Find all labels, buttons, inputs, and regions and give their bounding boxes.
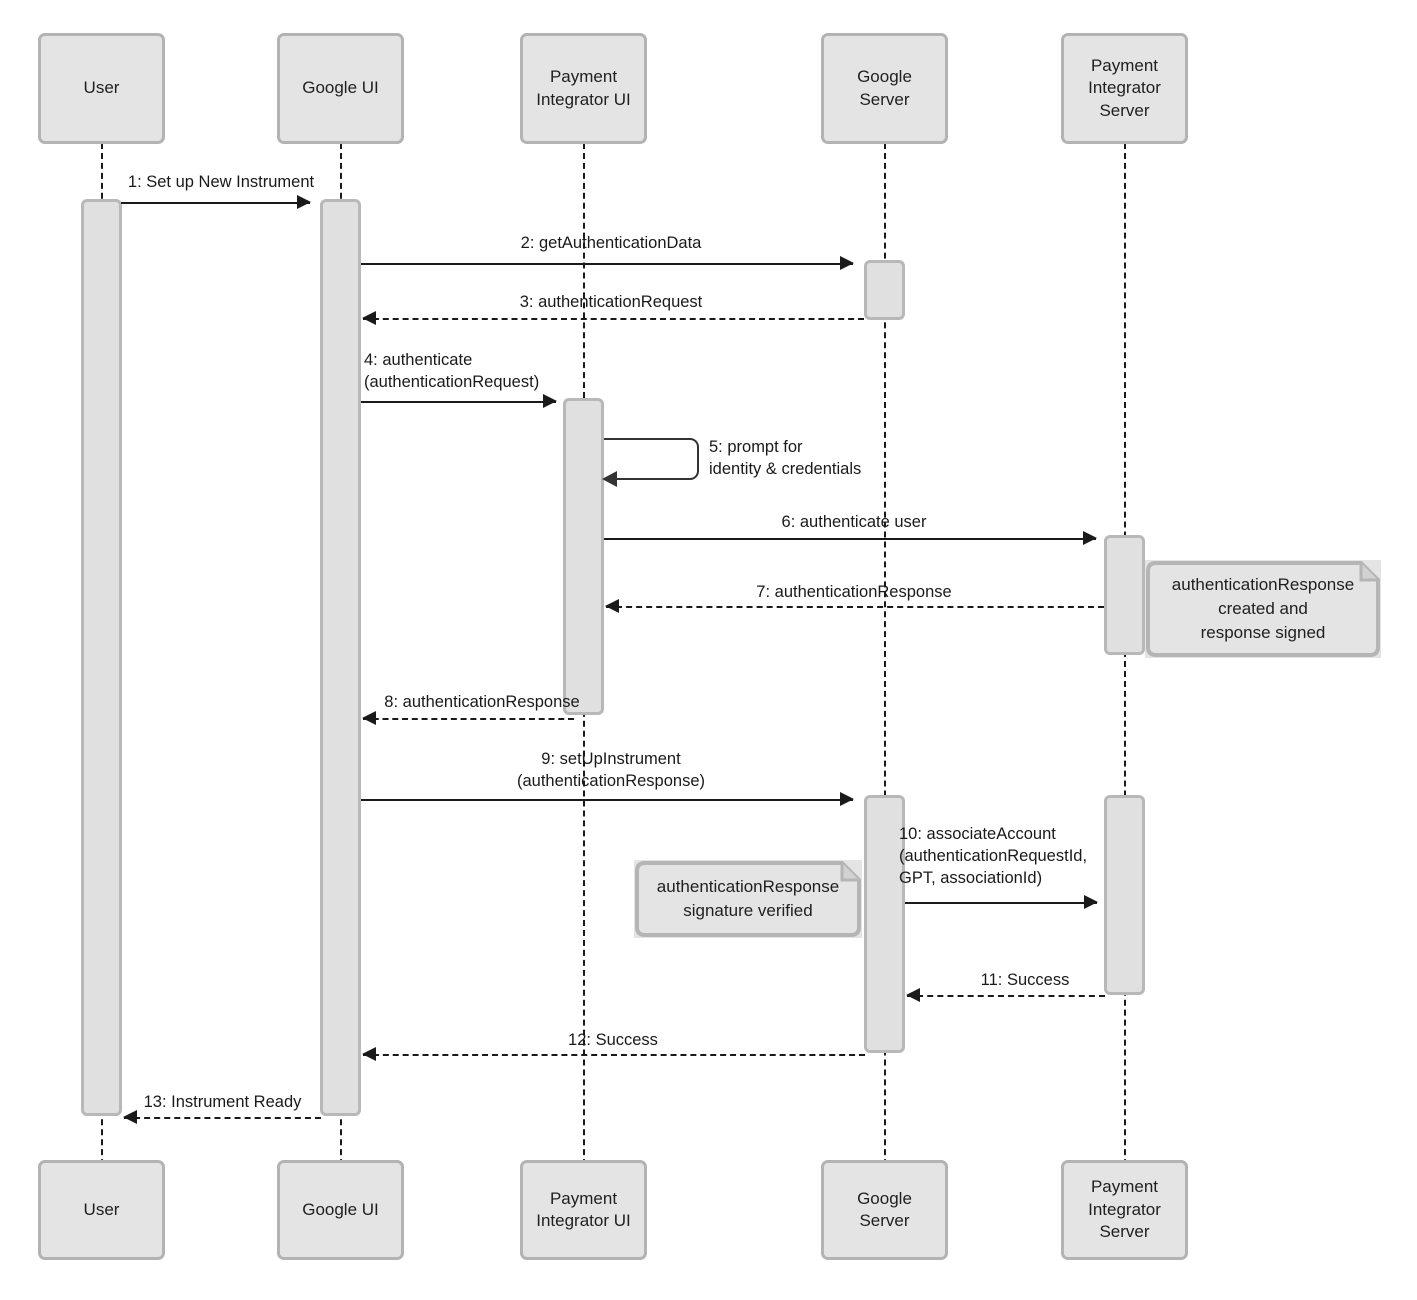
activation-pi-server-2 xyxy=(1104,795,1145,995)
activation-pi-ui xyxy=(563,398,604,715)
message-13-line xyxy=(124,1117,321,1119)
message-1-arrowhead-icon xyxy=(297,195,311,209)
message-6-label: 6: authenticate user xyxy=(781,513,927,531)
note-shape-icon xyxy=(635,861,861,937)
message-11-label: 11: Success xyxy=(980,971,1070,989)
message-1-label: 1: Set up New Instrument xyxy=(127,173,315,191)
lifeline-head-google-ui-label: Google UI xyxy=(302,78,379,98)
message-11-arrowhead-icon xyxy=(906,988,920,1002)
message-9-line xyxy=(361,799,853,801)
message-7-arrowhead-icon xyxy=(605,599,619,613)
message-5-selfloop xyxy=(602,438,699,487)
note-auth-response-created-text: authenticationResponse created and respo… xyxy=(1171,574,1355,643)
note-auth-response-created: authenticationResponse created and respo… xyxy=(1145,560,1381,658)
lifeline-head-google-ui[interactable]: Google UI xyxy=(277,33,404,144)
message-3-arrowhead-icon xyxy=(362,311,376,325)
lifeline-foot-google-server-label: Google Server xyxy=(857,1188,912,1230)
lifeline-foot-google-ui-label: Google UI xyxy=(302,1199,379,1219)
lifeline-google-server xyxy=(884,143,886,1195)
activation-google-ui xyxy=(320,199,361,1116)
lifeline-pi-server xyxy=(1124,143,1126,1195)
message-9-label: 9: setUpInstrument (authenticationRespon… xyxy=(516,750,706,790)
lifeline-head-pi-server[interactable]: Payment Integrator Server xyxy=(1061,33,1188,144)
lifeline-foot-pi-server[interactable]: Payment Integrator Server xyxy=(1061,1160,1188,1260)
lifeline-foot-google-ui[interactable]: Google UI xyxy=(277,1160,404,1260)
activation-user xyxy=(81,199,122,1116)
message-10-line xyxy=(905,902,1097,904)
lifeline-foot-user[interactable]: User xyxy=(38,1160,165,1260)
message-4-line xyxy=(361,401,556,403)
message-6-line xyxy=(604,538,1096,540)
message-10-label: 10: associateAccount (authenticationRequ… xyxy=(899,825,1088,887)
message-13-arrowhead-icon xyxy=(123,1110,137,1124)
message-5-arrowhead-icon xyxy=(602,471,617,487)
message-10-arrowhead-icon xyxy=(1084,895,1098,909)
lifeline-foot-pi-server-label: Payment Integrator Server xyxy=(1088,1177,1161,1242)
message-4-arrowhead-icon xyxy=(543,394,557,408)
lifeline-foot-pi-ui[interactable]: Payment Integrator UI xyxy=(520,1160,647,1260)
message-7-line xyxy=(606,606,1104,608)
message-3-line xyxy=(363,318,864,320)
lifeline-foot-user-label: User xyxy=(83,1199,120,1219)
message-1-line xyxy=(121,202,310,204)
lifeline-head-pi-server-label: Payment Integrator Server xyxy=(1088,55,1161,120)
note-signature-verified-text: authenticationResponse signature verifie… xyxy=(656,876,840,920)
lifeline-foot-google-server[interactable]: Google Server xyxy=(821,1160,948,1260)
message-4-label: 4: authenticate (authenticationRequest) xyxy=(364,351,540,391)
lifeline-foot-pi-ui-label: Payment Integrator UI xyxy=(536,1188,631,1230)
note-signature-verified: authenticationResponse signature verifie… xyxy=(634,860,862,938)
message-8-arrowhead-icon xyxy=(362,711,376,725)
message-3-label: 3: authenticationRequest xyxy=(519,293,703,311)
lifeline-head-google-server[interactable]: Google Server xyxy=(821,33,948,144)
message-8-label: 8: authenticationResponse xyxy=(384,693,580,711)
message-5-label: 5: prompt for identity & credentials xyxy=(709,438,862,478)
message-2-line xyxy=(361,263,853,265)
activation-pi-server-1 xyxy=(1104,535,1145,655)
message-12-line xyxy=(363,1054,865,1056)
message-2-label: 2: getAuthenticationData xyxy=(520,234,702,252)
message-7-label: 7: authenticationResponse xyxy=(756,583,952,601)
message-13-label: 13: Instrument Ready xyxy=(143,1093,302,1111)
lifeline-head-pi-ui[interactable]: Payment Integrator UI xyxy=(520,33,647,144)
message-12-label: 12: Success xyxy=(568,1031,658,1049)
message-2-arrowhead-icon xyxy=(840,256,854,270)
activation-google-server-1 xyxy=(864,260,905,320)
message-11-line xyxy=(907,995,1105,997)
lifeline-head-user-label: User xyxy=(83,78,120,98)
lifeline-head-pi-ui-label: Payment Integrator UI xyxy=(536,67,631,109)
message-8-line xyxy=(363,718,574,720)
activation-google-server-2 xyxy=(864,795,905,1053)
lifeline-head-user[interactable]: User xyxy=(38,33,165,144)
message-6-arrowhead-icon xyxy=(1083,531,1097,545)
lifeline-head-google-server-label: Google Server xyxy=(857,67,912,109)
message-9-arrowhead-icon xyxy=(840,792,854,806)
message-12-arrowhead-icon xyxy=(362,1047,376,1061)
note-shape-icon xyxy=(1146,561,1380,657)
